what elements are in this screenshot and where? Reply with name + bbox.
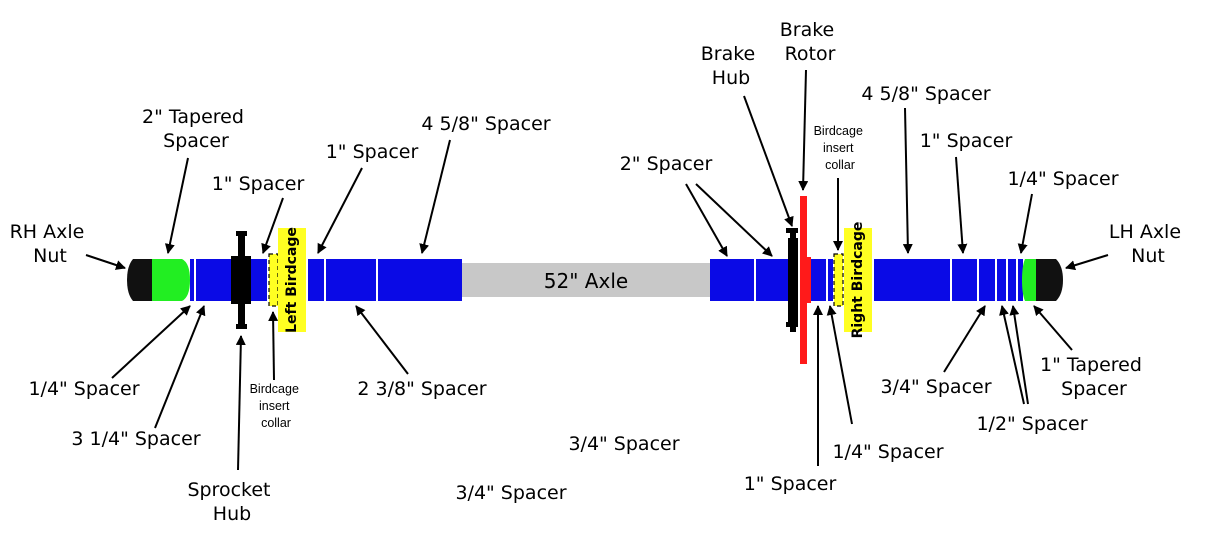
brake-rotor-block bbox=[805, 257, 811, 303]
brake-hub-flange bbox=[790, 228, 796, 332]
arrow-2in-a bbox=[685, 183, 728, 257]
spacer-2-3-8-left bbox=[326, 259, 376, 301]
arrow-tapered-1in bbox=[1033, 305, 1073, 351]
arrow-sprocket-hub bbox=[235, 335, 246, 471]
axle-label: 52" Axle bbox=[544, 269, 628, 293]
spacer-quarter-right-center bbox=[828, 259, 833, 301]
spacer-4-5-8-right bbox=[874, 259, 950, 301]
spacer-half-right-a bbox=[997, 259, 1006, 301]
spacer-4-5-8-left bbox=[378, 259, 462, 301]
sprocket-hub-tab-top bbox=[236, 231, 247, 236]
arrow-2-3-8 bbox=[355, 305, 409, 375]
sprocket-hub-tab-bottom bbox=[236, 324, 247, 329]
brake-hub-tab-top bbox=[786, 228, 798, 233]
spacer-2in-b bbox=[756, 259, 790, 301]
right-birdcage bbox=[844, 228, 872, 332]
arrow-4-5-8-left bbox=[419, 139, 451, 254]
spacer-three-quarter-in-left bbox=[196, 259, 231, 301]
arrow-2in-b bbox=[695, 183, 773, 257]
spacer-1in-right bbox=[952, 259, 977, 301]
arrow-tapered-2in bbox=[164, 157, 189, 254]
spacer-1in-right-center bbox=[811, 259, 826, 301]
axle-bar bbox=[462, 263, 710, 297]
spacer-2in-a bbox=[710, 259, 754, 301]
arrow-rh-nut bbox=[85, 254, 126, 270]
spacer-34-b-label: 3/4" Spacer bbox=[455, 482, 566, 504]
arrow-34-right bbox=[943, 305, 986, 373]
tapered-1in-label: 1" Tapered Spacer bbox=[1040, 354, 1148, 400]
spacer-4-5-8-right-label: 4 5/8" Spacer bbox=[861, 83, 990, 105]
spacer-1in-left-b bbox=[308, 259, 324, 301]
spacer-three-quarter-right bbox=[979, 259, 995, 301]
arrow-1in-right bbox=[955, 156, 968, 254]
sprocket-hub-label: Sprocket Hub bbox=[187, 479, 276, 525]
tapered-spacer-2in bbox=[152, 259, 190, 301]
left-birdcage-label: Left Birdcage bbox=[284, 227, 300, 333]
spacer-34-right-label: 3/4" Spacer bbox=[880, 376, 991, 398]
birdcage-collar-left bbox=[268, 253, 279, 307]
arrow-1in-a bbox=[261, 197, 284, 254]
birdcage-collar-right bbox=[833, 253, 844, 307]
spacer-34-a-label: 3/4" Spacer bbox=[568, 433, 679, 455]
arrow-14-left bbox=[111, 305, 191, 379]
arrow-14-bottom bbox=[826, 305, 853, 425]
sprocket-hub-flange bbox=[238, 231, 245, 329]
spacer-12-label: 1/2" Spacer bbox=[976, 413, 1087, 435]
birdcage-collar-right-label: Birdcage insert collar bbox=[814, 124, 867, 172]
brake-rotor-label: Brake Rotor bbox=[780, 19, 841, 65]
arrow-12-b bbox=[1009, 305, 1029, 405]
brake-hub-tab-bottom bbox=[786, 322, 798, 327]
arrow-brake-rotor bbox=[798, 69, 809, 191]
arrow-1in-b bbox=[317, 167, 363, 254]
spacer-1in-label-b: 1" Spacer bbox=[326, 141, 419, 163]
spacer-2in-label: 2" Spacer bbox=[620, 153, 713, 175]
spacer-quarter-left bbox=[190, 259, 194, 301]
arrow-3-14 bbox=[154, 305, 206, 429]
spacer-14-left-label: 1/4" Spacer bbox=[28, 378, 139, 400]
spacer-3-14-label: 3 1/4" Spacer bbox=[71, 428, 200, 450]
rh-axle-nut bbox=[127, 259, 152, 301]
spacer-14-bottom-label: 1/4" Spacer bbox=[832, 441, 943, 463]
arrow-brake-hub bbox=[743, 95, 794, 227]
tapered-spacer-1in bbox=[1022, 259, 1036, 301]
spacer-quarter-right bbox=[1018, 259, 1023, 301]
spacer-14-right-top-label: 1/4" Spacer bbox=[1007, 168, 1118, 190]
rh-axle-nut-label: RH Axle Nut bbox=[10, 221, 91, 267]
right-birdcage-label: Right Birdcage bbox=[850, 222, 866, 339]
arrow-12-a bbox=[999, 305, 1025, 405]
left-birdcage bbox=[278, 228, 306, 332]
spacer-1in-bottom-label: 1" Spacer bbox=[744, 473, 837, 495]
tapered-2in-label: 2" Tapered Spacer bbox=[142, 106, 250, 152]
brake-hub-label: Brake Hub bbox=[701, 43, 762, 89]
spacer-1in-right-label: 1" Spacer bbox=[920, 130, 1013, 152]
spacer-2-3-8-label: 2 3/8" Spacer bbox=[357, 378, 486, 400]
spacer-4-5-8-left-label: 4 5/8" Spacer bbox=[421, 113, 550, 135]
spacer-1in-left-a bbox=[251, 259, 267, 301]
spacer-half-right-b bbox=[1008, 259, 1016, 301]
spacer-1in-label-a: 1" Spacer bbox=[212, 173, 305, 195]
lh-axle-nut-label: LH Axle Nut bbox=[1109, 221, 1187, 267]
brake-rotor bbox=[800, 196, 807, 364]
arrow-lh-nut bbox=[1065, 254, 1109, 271]
arrow-4-5-8-right bbox=[902, 107, 913, 254]
lh-axle-nut bbox=[1036, 259, 1063, 301]
birdcage-collar-left-label: Birdcage insert collar bbox=[250, 382, 303, 430]
arrow-14-right-top bbox=[1017, 193, 1033, 254]
arrow-collar-left bbox=[268, 311, 279, 381]
